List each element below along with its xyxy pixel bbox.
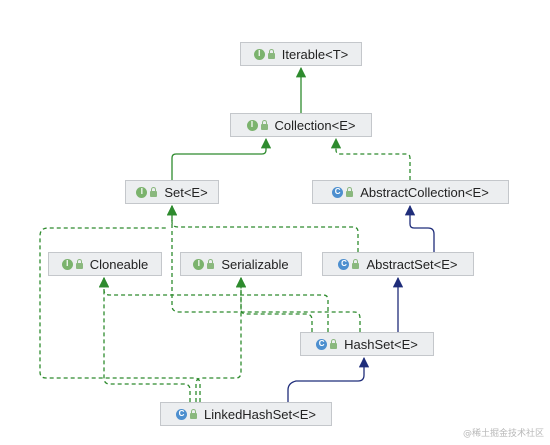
node-label: Collection<E> — [274, 117, 356, 133]
unlock-icon — [267, 48, 275, 59]
unlock-icon — [150, 186, 158, 197]
interface-icon: I — [193, 258, 205, 270]
edge-linkedhashset-cloneable — [98, 276, 191, 402]
unlock-icon — [75, 258, 83, 269]
node-serializable[interactable]: I Serializable — [180, 252, 302, 276]
unlock-icon — [352, 258, 360, 269]
node-label: AbstractCollection<E> — [360, 184, 489, 200]
node-abstractcollection[interactable]: C AbstractCollection<E> — [312, 180, 509, 204]
node-label: LinkedHashSet<E> — [203, 406, 317, 422]
node-hashset[interactable]: C HashSet<E> — [300, 332, 434, 356]
interface-icon: I — [253, 48, 265, 60]
interface-icon: I — [246, 119, 258, 131]
watermark: @稀土掘金技术社区 — [462, 429, 544, 439]
node-abstractset[interactable]: C AbstractSet<E> — [322, 252, 474, 276]
interface-icon: I — [61, 258, 73, 270]
node-linkedhashset[interactable]: C LinkedHashSet<E> — [160, 402, 332, 426]
edge-linkedhashset-set — [39, 227, 201, 402]
unlock-icon — [189, 408, 197, 419]
edge-abstractset-set — [166, 204, 359, 252]
unlock-icon — [330, 338, 338, 349]
unlock-icon — [207, 258, 215, 269]
unlock-icon — [346, 186, 354, 197]
node-label: HashSet<E> — [344, 336, 418, 352]
edge-abstractset-abstractcollection — [404, 204, 435, 252]
node-label: Serializable — [221, 256, 289, 272]
edge-abstractcollection-collection — [330, 137, 411, 180]
node-label: Iterable<T> — [281, 46, 349, 62]
edge-linkedhashset-hashset — [287, 356, 370, 402]
edge-linkedhashset-serializable — [195, 276, 247, 402]
class-icon: C — [175, 408, 187, 420]
abstract-class-icon: C — [338, 258, 350, 270]
edge-hashset-serializable — [235, 276, 313, 332]
node-label: AbstractSet<E> — [366, 256, 458, 272]
node-cloneable[interactable]: I Cloneable — [48, 252, 162, 276]
edge-set-collection — [171, 137, 272, 180]
node-iterable[interactable]: I Iterable<T> — [240, 42, 362, 66]
node-set[interactable]: I Set<E> — [125, 180, 219, 204]
class-icon: C — [316, 338, 328, 350]
node-collection[interactable]: I Collection<E> — [230, 113, 372, 137]
edge-hashset-set — [166, 204, 361, 332]
interface-icon: I — [136, 186, 148, 198]
node-label: Set<E> — [164, 184, 208, 200]
unlock-icon — [260, 119, 268, 130]
node-label: Cloneable — [89, 256, 149, 272]
abstract-class-icon: C — [332, 186, 344, 198]
edge-hashset-cloneable — [98, 276, 329, 332]
